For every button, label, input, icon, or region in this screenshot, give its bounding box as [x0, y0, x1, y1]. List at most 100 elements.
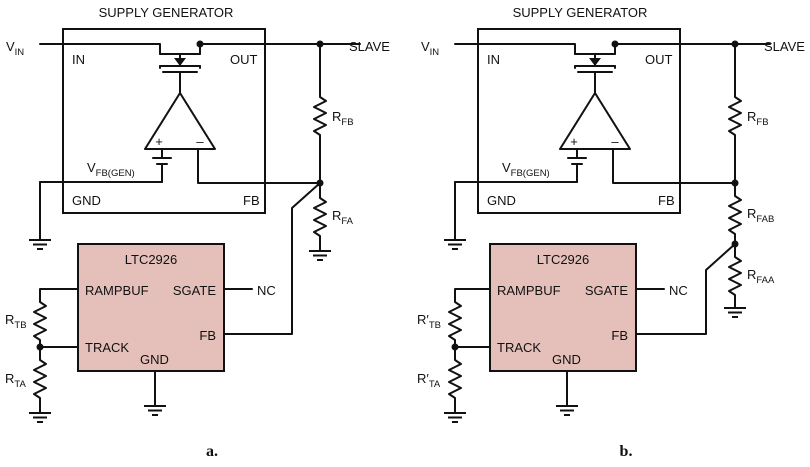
rta-resistor — [33, 346, 47, 406]
svg-text:RTB: RTB — [5, 312, 27, 331]
amp-plus-label: + — [155, 134, 163, 149]
pin-fb-label: FB — [658, 193, 675, 208]
vin-slave-wire — [454, 43, 771, 69]
vfb-gen-subscript: FB(GEN) — [511, 168, 550, 179]
rfb-label: R — [332, 109, 341, 124]
rfaa-label: R — [747, 267, 756, 282]
supply-generator-header: SUPPLY GENERATOR — [99, 5, 234, 20]
rfb-resistor — [313, 43, 327, 184]
slave-label: SLAVE — [764, 39, 805, 54]
chip-fb-label: FB — [199, 328, 216, 343]
svg-text:RTA: RTA — [5, 371, 26, 390]
svg-text:RFAB: RFAB — [747, 206, 774, 225]
rfb-resistor — [728, 43, 742, 184]
svg-text:VFB(GEN): VFB(GEN) — [502, 160, 550, 179]
svg-text:VFB(GEN): VFB(GEN) — [87, 160, 135, 179]
rta-label: R′ — [417, 371, 429, 386]
rfaa-resistor — [728, 243, 742, 301]
ltc2926-chip — [77, 243, 225, 372]
slave-label: SLAVE — [349, 39, 390, 54]
chip-rampbuf-label: RAMPBUF — [497, 283, 561, 298]
chip-gnd-label: GND — [140, 352, 169, 367]
fb-wire — [197, 148, 321, 184]
rtb-label: R′ — [417, 312, 429, 327]
vfb-reference-source — [28, 148, 172, 250]
rfa-subscript: FA — [341, 216, 353, 227]
rta-resistor — [448, 346, 462, 406]
rfb-subscript: FB — [756, 117, 768, 128]
supply-generator-header: SUPPLY GENERATOR — [513, 5, 648, 20]
pin-gnd-label: GND — [72, 193, 101, 208]
pin-fb-label: FB — [243, 193, 260, 208]
pin-out-label: OUT — [645, 52, 673, 67]
chip-track-label: TRACK — [497, 340, 541, 355]
vin-label: V — [6, 39, 15, 54]
vfb-gen-subscript: FB(GEN) — [96, 168, 135, 179]
pin-in-label: IN — [72, 52, 85, 67]
rfab-label: R — [747, 206, 756, 221]
rfaa-subscript: FAA — [756, 275, 775, 286]
vfb-reference-source — [443, 148, 587, 250]
svg-text:R′TA: R′TA — [417, 371, 441, 390]
vfb-gen-label: V — [87, 160, 96, 175]
rfa-label: R — [332, 208, 341, 223]
pin-out-label: OUT — [230, 52, 258, 67]
circuit-b: SUPPLY GENERATOR VIN IN OUT + – VFB( — [417, 5, 805, 460]
error-amplifier — [559, 92, 631, 150]
chip-sgate-label: SGATE — [585, 283, 628, 298]
svg-text:VIN: VIN — [421, 39, 439, 58]
ltc2926-chip — [489, 243, 637, 372]
svg-text:R′TB: R′TB — [417, 312, 441, 331]
caption-b: b. — [620, 443, 633, 460]
chip-gnd-label: GND — [552, 352, 581, 367]
vfb-gen-label: V — [502, 160, 511, 175]
junction-dot — [611, 40, 619, 48]
supply-generator-box — [477, 28, 681, 214]
rtb-resistor — [448, 288, 491, 348]
svg-text:RFB: RFB — [747, 109, 769, 128]
pass-mosfet — [159, 53, 201, 94]
amp-minus-label: – — [196, 134, 204, 149]
pin-in-label: IN — [487, 52, 500, 67]
rtb-subscript: TB — [429, 320, 441, 331]
amp-minus-label: – — [611, 134, 619, 149]
pin-gnd-label: GND — [487, 193, 516, 208]
circuit-a: SUPPLY GENERATOR VIN IN OUT + – — [5, 5, 390, 460]
rfb-subscript: FB — [341, 117, 353, 128]
chip-title: LTC2926 — [537, 252, 590, 267]
chip-fb-wire — [223, 182, 321, 335]
chip-fb-label: FB — [611, 328, 628, 343]
rtb-resistor — [33, 288, 79, 348]
rfab-resistor — [728, 182, 742, 245]
rta-subscript: TA — [14, 379, 26, 390]
rtb-label: R — [5, 312, 14, 327]
svg-text:RFB: RFB — [332, 109, 354, 128]
supply-generator-box — [62, 28, 266, 214]
svg-text:RFA: RFA — [332, 208, 354, 227]
vin-subscript: IN — [15, 47, 25, 58]
chip-track-label: TRACK — [85, 340, 129, 355]
vin-label: V — [421, 39, 430, 54]
caption-a: a. — [206, 443, 218, 460]
svg-text:VIN: VIN — [6, 39, 24, 58]
rfb-label: R — [747, 109, 756, 124]
rta-subscript: TA — [429, 379, 441, 390]
error-amplifier — [144, 92, 216, 150]
nc-label: NC — [257, 283, 276, 298]
svg-text:RFAA: RFAA — [747, 267, 775, 286]
rfa-resistor — [313, 182, 327, 244]
chip-title: LTC2926 — [125, 252, 178, 267]
chip-rampbuf-label: RAMPBUF — [85, 283, 149, 298]
chip-sgate-label: SGATE — [173, 283, 216, 298]
vin-slave-wire — [39, 43, 361, 69]
rtb-subscript: TB — [14, 320, 26, 331]
rta-label: R — [5, 371, 14, 386]
chip-fb-wire — [635, 243, 736, 335]
nc-label: NC — [669, 283, 688, 298]
rfab-subscript: FAB — [756, 214, 774, 225]
fb-wire — [612, 148, 736, 184]
pass-mosfet — [574, 53, 616, 94]
amp-plus-label: + — [570, 134, 578, 149]
junction-dot — [196, 40, 204, 48]
vin-subscript: IN — [430, 47, 440, 58]
